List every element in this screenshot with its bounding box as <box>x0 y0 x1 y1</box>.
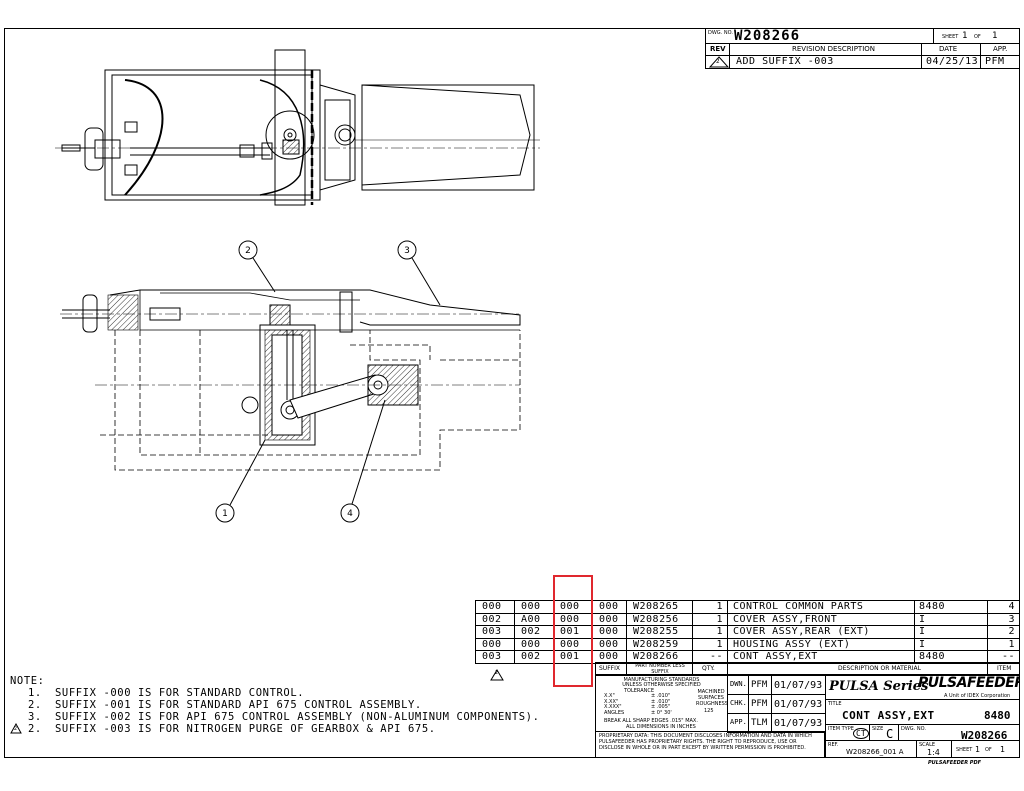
bom-cell: COVER ASSY,REAR (EXT) <box>727 625 915 639</box>
approval-cell: DWN. <box>727 675 749 695</box>
bom-cell: 1 <box>987 637 1020 651</box>
bom-cell: 003 <box>475 625 515 639</box>
notes-heading: NOTE: <box>10 675 45 687</box>
dwg-number: W208266 <box>734 28 801 44</box>
bom-cell: 003 <box>475 650 515 664</box>
approval-cell: 01/07/93 <box>771 713 826 733</box>
bom-cell: 000 <box>592 600 627 614</box>
bom-cell: 000 <box>514 637 554 651</box>
top-view <box>55 49 540 206</box>
bom-cell: W208265 <box>626 600 693 614</box>
bom-cell: W208255 <box>626 625 693 639</box>
bom-cell: 3 <box>987 612 1020 626</box>
bom-cell: W208256 <box>626 612 693 626</box>
rev-row-mark: 2 <box>705 55 730 69</box>
bom-cell: 002 <box>475 612 515 626</box>
bom-cell: 002 <box>514 650 554 664</box>
series-logo: PULSA Series <box>829 679 929 694</box>
bom-cell: 000 <box>592 612 627 626</box>
footer-logo: PULSAFEEDER PDF <box>928 760 982 766</box>
bom-cell: 1 <box>692 612 728 626</box>
balloon-4: 4 <box>347 509 353 519</box>
bom-cell: 1 <box>692 625 728 639</box>
balloon-2: 2 <box>245 246 251 256</box>
bom-cell: 1 <box>692 600 728 614</box>
bom-cell: 000 <box>475 637 515 651</box>
drawing-title: CONT ASSY,EXT <box>842 709 935 722</box>
logo-block: PULSA Series PULSAFEEDER A Unit of IDEX … <box>825 675 1020 700</box>
bom-cell: 000 <box>475 600 515 614</box>
bom-cell: I <box>914 625 988 639</box>
bom-cell: I <box>914 612 988 626</box>
sheet-cell: SHEET 1 OF 1 <box>933 28 1020 44</box>
approval-cell: TLM <box>748 713 772 733</box>
rev-triangle-icon <box>10 722 22 737</box>
title-cell: TITLE CONT ASSY,EXT 8480 <box>825 699 1020 725</box>
approval-cell: PFM <box>748 675 772 695</box>
bom-cell: 8480 <box>914 600 988 614</box>
balloon-3: 3 <box>404 246 410 256</box>
bom-cell: 1 <box>692 637 728 651</box>
bom-cell: W208259 <box>626 637 693 651</box>
rev-description: ADD SUFFIX -003 <box>736 56 834 67</box>
approval-cell: 01/07/93 <box>771 675 826 695</box>
highlight-box <box>553 575 593 687</box>
approval-cell: 01/07/93 <box>771 694 826 714</box>
brand-logo: PULSAFEEDER <box>918 675 1020 691</box>
bom-cell: 002 <box>514 625 554 639</box>
balloon-1: 1 <box>222 509 228 519</box>
bom-rev-mark: 2 <box>490 666 504 685</box>
bom-cell: 000 <box>592 625 627 639</box>
bom-cell: A00 <box>514 612 554 626</box>
side-view <box>60 289 521 471</box>
bom-cell: I <box>914 637 988 651</box>
bom-cell: 000 <box>514 600 554 614</box>
bom-cell: 000 <box>592 637 627 651</box>
dwg-no-cell: DWG. NO. W208266 <box>705 28 934 44</box>
drawing-border <box>4 28 1020 758</box>
bom-cell: CONTROL COMMON PARTS <box>727 600 915 614</box>
bom-cell: 4 <box>987 600 1020 614</box>
approval-cell: CHK. <box>727 694 749 714</box>
bom-cell: -- <box>987 650 1020 664</box>
tolerance-block: MANUFACTURING STANDARDS UNLESS OTHERWISE… <box>595 675 728 732</box>
proprietary-notice: PROPRIETARY DATA: THIS DOCUMENT DISCLOSE… <box>595 731 825 758</box>
approval-cell: APP. <box>727 713 749 733</box>
bom-cell: 2 <box>987 625 1020 639</box>
balloons <box>215 240 441 523</box>
bom-cell: HOUSING ASSY (EXT) <box>727 637 915 651</box>
approval-cell: PFM <box>748 694 772 714</box>
bom-cell: COVER ASSY,FRONT <box>727 612 915 626</box>
